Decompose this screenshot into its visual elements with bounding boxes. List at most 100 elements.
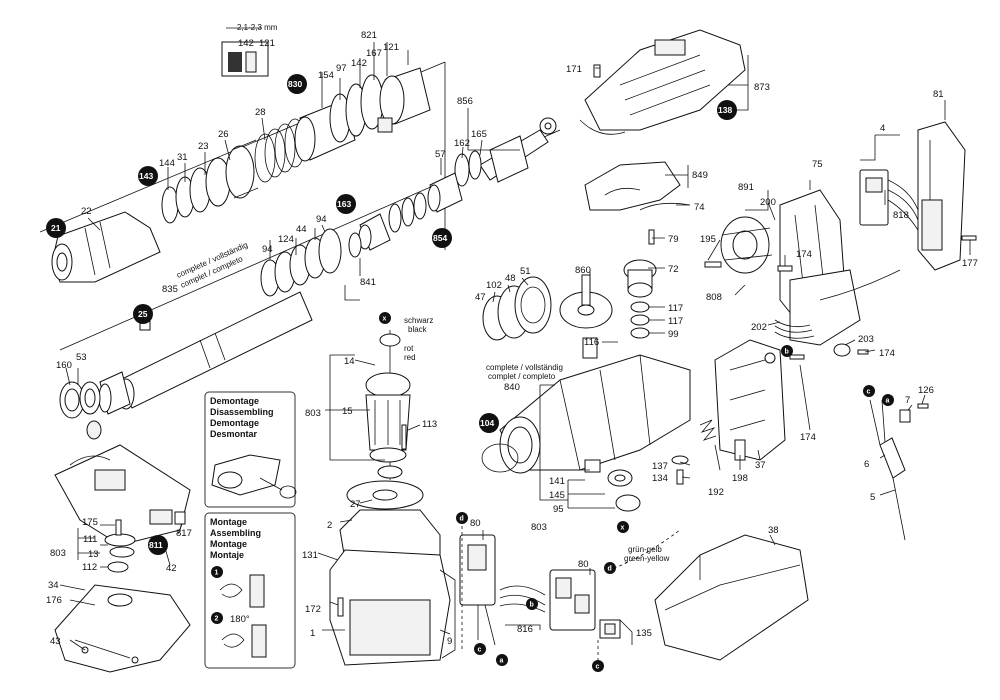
connection-letters: x x b b c c c d d a a <box>379 312 894 672</box>
label-p171: 171 <box>566 64 582 75</box>
kit-badge-811 <box>148 535 168 555</box>
bracket-849 <box>584 161 681 211</box>
label-p174b: 174 <box>879 348 895 359</box>
label-black: black <box>408 325 428 334</box>
label-1: Assembling <box>210 528 261 538</box>
label-3: Desmontar <box>210 429 258 439</box>
label-p5: 5 <box>870 492 875 503</box>
housing-cover-873 <box>579 29 746 135</box>
piston-57 <box>427 172 463 213</box>
spring-192 <box>699 419 717 441</box>
label-p167: 167 <box>366 48 382 59</box>
label-p13: 13 <box>88 549 99 560</box>
wiring-to-handle <box>819 269 901 301</box>
rotation-angle: 180° <box>230 614 250 625</box>
label-p131: 131 <box>302 550 318 561</box>
spindle-835 <box>98 291 313 415</box>
label-p137: 137 <box>652 461 668 472</box>
label-b1: b <box>785 349 789 356</box>
clamp-7 <box>899 409 911 423</box>
switch-4 <box>859 169 919 231</box>
washer-203-screw-174b <box>833 343 869 357</box>
wire-74 <box>639 202 691 211</box>
label-x1: x <box>383 316 387 323</box>
label-c811: 811 <box>149 540 163 550</box>
label-p48: 48 <box>505 273 516 284</box>
label-p841: 841 <box>360 277 376 288</box>
label-c854: 854 <box>433 233 447 243</box>
label-p165: 165 <box>471 129 487 140</box>
label-rot: rot <box>404 344 414 353</box>
label-p160: 160 <box>56 360 72 371</box>
label-p57: 57 <box>435 149 446 160</box>
locking-sleeve-26 <box>225 139 259 199</box>
label-p174c: 174 <box>800 432 816 443</box>
label-c2: c <box>478 647 482 654</box>
label-p72: 72 <box>668 264 679 275</box>
label-p175: 175 <box>82 517 98 528</box>
label-p2: 2 <box>327 520 332 531</box>
label-p177: 177 <box>962 258 978 269</box>
part-number-labels: 821 167 142 121 154 97 28 26 23 31 144 2… <box>46 30 978 647</box>
label-p145: 145 <box>549 490 565 501</box>
label-0: Demontage <box>210 396 259 406</box>
label-p113: 113 <box>422 419 437 430</box>
label-p47: 47 <box>475 292 486 303</box>
label-d2: d <box>608 566 612 573</box>
kit-badge-21 <box>46 218 66 238</box>
label-p121b: 121 <box>259 38 275 49</box>
label-p27: 27 <box>350 499 361 510</box>
label-p111: 111 <box>83 534 97 545</box>
screw-113 <box>401 424 407 450</box>
cap-821 <box>377 67 431 133</box>
spring-28 <box>254 118 306 183</box>
label-p124: 124 <box>278 234 294 245</box>
kit-badge-25 <box>133 304 153 324</box>
label-p840: 840 <box>504 382 520 393</box>
label-p192: 192 <box>708 487 724 498</box>
label-step1: 1 <box>215 570 219 577</box>
gear-housing-840 <box>481 354 691 474</box>
label-p42: 42 <box>166 563 177 574</box>
label-p117a: 117 <box>668 303 683 314</box>
rings-160-53 <box>59 381 101 419</box>
label-c21: 21 <box>51 223 61 233</box>
bearings-117-117-99 <box>630 301 650 339</box>
ring-13-111-112 <box>104 519 136 573</box>
label-p142a: 142 <box>351 58 367 69</box>
label-0: Montage <box>210 517 247 527</box>
label-p43: 43 <box>50 636 61 647</box>
end-cap-43 <box>54 584 191 673</box>
label-a1: a <box>886 398 890 405</box>
label-p803c: 803 <box>531 522 547 533</box>
label-1: Disassembling <box>210 407 274 417</box>
label-p141: 141 <box>549 476 565 487</box>
label-c163: 163 <box>337 199 351 209</box>
label-p44: 44 <box>296 224 307 235</box>
screw-195 <box>704 261 722 268</box>
label-b2: b <box>530 602 534 609</box>
label-2: Montage <box>210 539 247 549</box>
label-p134: 134 <box>652 473 668 484</box>
armature-15 <box>365 330 411 480</box>
o-ring-163 <box>348 232 362 258</box>
label-p14: 14 <box>344 356 355 367</box>
label-p154: 154 <box>318 70 334 81</box>
gear-train-47-48-51 <box>482 276 552 341</box>
label-p99: 99 <box>668 329 679 340</box>
label-p4: 4 <box>880 123 885 134</box>
label-p176: 176 <box>46 595 62 606</box>
disassembly-box: Demontage Disassembling Demontage Desmon… <box>204 391 297 508</box>
side-plate-37 <box>714 339 786 461</box>
label-green: green-yellow <box>624 554 670 563</box>
label-p9: 9 <box>447 636 452 647</box>
label-p144: 144 <box>159 158 175 169</box>
screw-171 <box>593 64 601 78</box>
label-p80b: 80 <box>578 559 589 570</box>
label-x2: x <box>621 525 625 532</box>
label-p135: 135 <box>636 628 652 639</box>
label-p74: 74 <box>694 202 705 213</box>
label-p51: 51 <box>520 266 531 277</box>
handle-81 <box>917 121 966 271</box>
